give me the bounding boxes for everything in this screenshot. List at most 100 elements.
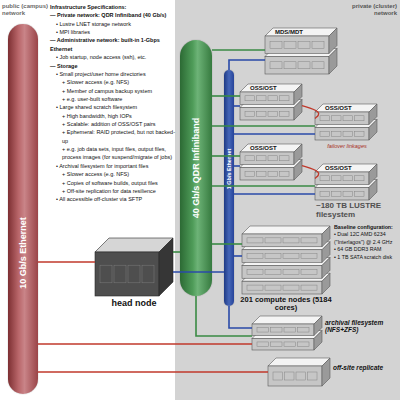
drive-bay — [355, 131, 365, 136]
server-top — [240, 84, 302, 92]
config-line: • 1 TB SATA scratch disk — [334, 254, 398, 261]
server-label: 201 compute nodes (5184 cores) — [238, 296, 334, 313]
network-link — [212, 125, 315, 127]
drive-bay — [247, 285, 263, 290]
server-side — [369, 164, 377, 185]
compute-node-stack: 201 compute nodes (5184 cores) — [242, 226, 330, 294]
server-side — [322, 226, 330, 247]
failover-link — [302, 106, 319, 119]
network-link — [212, 155, 240, 157]
baseline-config-list: Baseline configuration:• Dual 12C AMD 62… — [334, 224, 398, 261]
spec-line: • MPI libraries — [56, 28, 175, 36]
server-side — [159, 238, 173, 296]
server-label: OSS/OST — [325, 165, 375, 172]
drive-bay — [343, 116, 353, 121]
failover-link — [302, 166, 319, 179]
server-drawing — [268, 358, 330, 386]
spec-line: • All accessible off-cluster via SFTP — [56, 195, 175, 203]
network-link — [212, 49, 265, 51]
drive-bay — [280, 111, 290, 116]
drive-bay — [245, 96, 255, 101]
drive-bay — [100, 265, 112, 283]
drive-bay — [273, 372, 283, 380]
server-top — [265, 28, 337, 36]
spec-line: + Slower access (e.g. NFS) — [62, 78, 175, 86]
drive-bay — [355, 116, 365, 121]
drive-bay — [283, 285, 299, 290]
server-front — [265, 36, 329, 54]
spec-line: + High bandwidth, high IOPs — [62, 112, 175, 120]
drive-bay — [283, 238, 299, 243]
bus-label: 1 Gb/s Ethernet — [226, 149, 232, 190]
server-front — [315, 188, 369, 201]
drive-bay — [284, 342, 296, 347]
server-front — [315, 172, 369, 185]
server-label: head node — [95, 298, 173, 308]
spec-line: — Private network: QDR Infiniband (40 Gb… — [50, 11, 175, 19]
drive-bay — [245, 156, 255, 161]
server-side — [294, 144, 302, 165]
network-link — [173, 251, 180, 253]
server-front — [240, 152, 294, 165]
server-unit — [265, 28, 337, 54]
server-unit — [315, 164, 377, 185]
region-label: private (cluster) network — [335, 3, 397, 16]
network-link — [212, 95, 240, 97]
drive-bay — [312, 62, 324, 69]
server-unit — [315, 104, 377, 125]
network-link — [229, 306, 252, 328]
drive-bay — [308, 372, 318, 380]
server-unit — [252, 316, 322, 336]
spec-line: + Member of campus backup system — [62, 87, 175, 95]
infiniband-bus: 40 Gb/s QDR Infiniband — [180, 40, 212, 296]
private-network-region: 40 Gb/s QDR Infiniband 1 Gb/s Ethernet MDS… — [175, 0, 400, 400]
drive-bay — [247, 269, 263, 274]
spec-line: • Large shared scratch filesystem — [56, 103, 175, 111]
network-link — [196, 296, 252, 336]
drive-bay — [332, 191, 342, 196]
server-top — [252, 316, 322, 324]
server-label: OSS/OST — [250, 85, 300, 92]
network-link — [38, 343, 252, 345]
drive-bay — [265, 238, 281, 243]
drive-bay — [320, 131, 330, 136]
server-front — [242, 250, 322, 263]
drive-bay — [284, 41, 296, 48]
server-drawing — [265, 28, 337, 74]
server-unit — [240, 84, 302, 105]
drive-bay — [332, 131, 342, 136]
drive-bay — [247, 238, 263, 243]
spec-line: + Slower access (e.g. NFS) — [62, 170, 175, 178]
drive-bay — [355, 191, 365, 196]
network-link — [38, 371, 268, 373]
drive-bay — [142, 265, 154, 283]
server-unit — [95, 238, 173, 296]
server-label: MDS/MDT — [275, 29, 325, 36]
drive-bay — [301, 269, 317, 274]
spec-heading: Infrastructure Specifications: — [50, 3, 175, 11]
filesystem-label: ~180 TB LUSTRE filesystem — [316, 202, 398, 220]
server-front — [240, 92, 294, 105]
drive-bay — [283, 269, 299, 274]
drive-bay — [298, 342, 310, 347]
drive-bay — [332, 176, 342, 181]
server-unit — [268, 358, 330, 386]
drive-bay — [271, 327, 283, 332]
drive-bay — [265, 285, 281, 290]
server-front — [242, 234, 322, 247]
drive-bay — [301, 238, 317, 243]
drive-bay — [245, 171, 255, 176]
drive-bay — [298, 62, 310, 69]
spec-list: Infrastructure Specifications:— Private … — [50, 3, 175, 204]
drive-bay — [247, 254, 263, 259]
drive-bay — [301, 254, 317, 259]
server-front — [315, 128, 369, 141]
drive-bay — [320, 116, 330, 121]
drive-bay — [128, 265, 140, 283]
drive-bay — [301, 285, 317, 290]
server-top — [240, 144, 302, 152]
server-front — [240, 108, 294, 121]
drive-bay — [320, 191, 330, 196]
